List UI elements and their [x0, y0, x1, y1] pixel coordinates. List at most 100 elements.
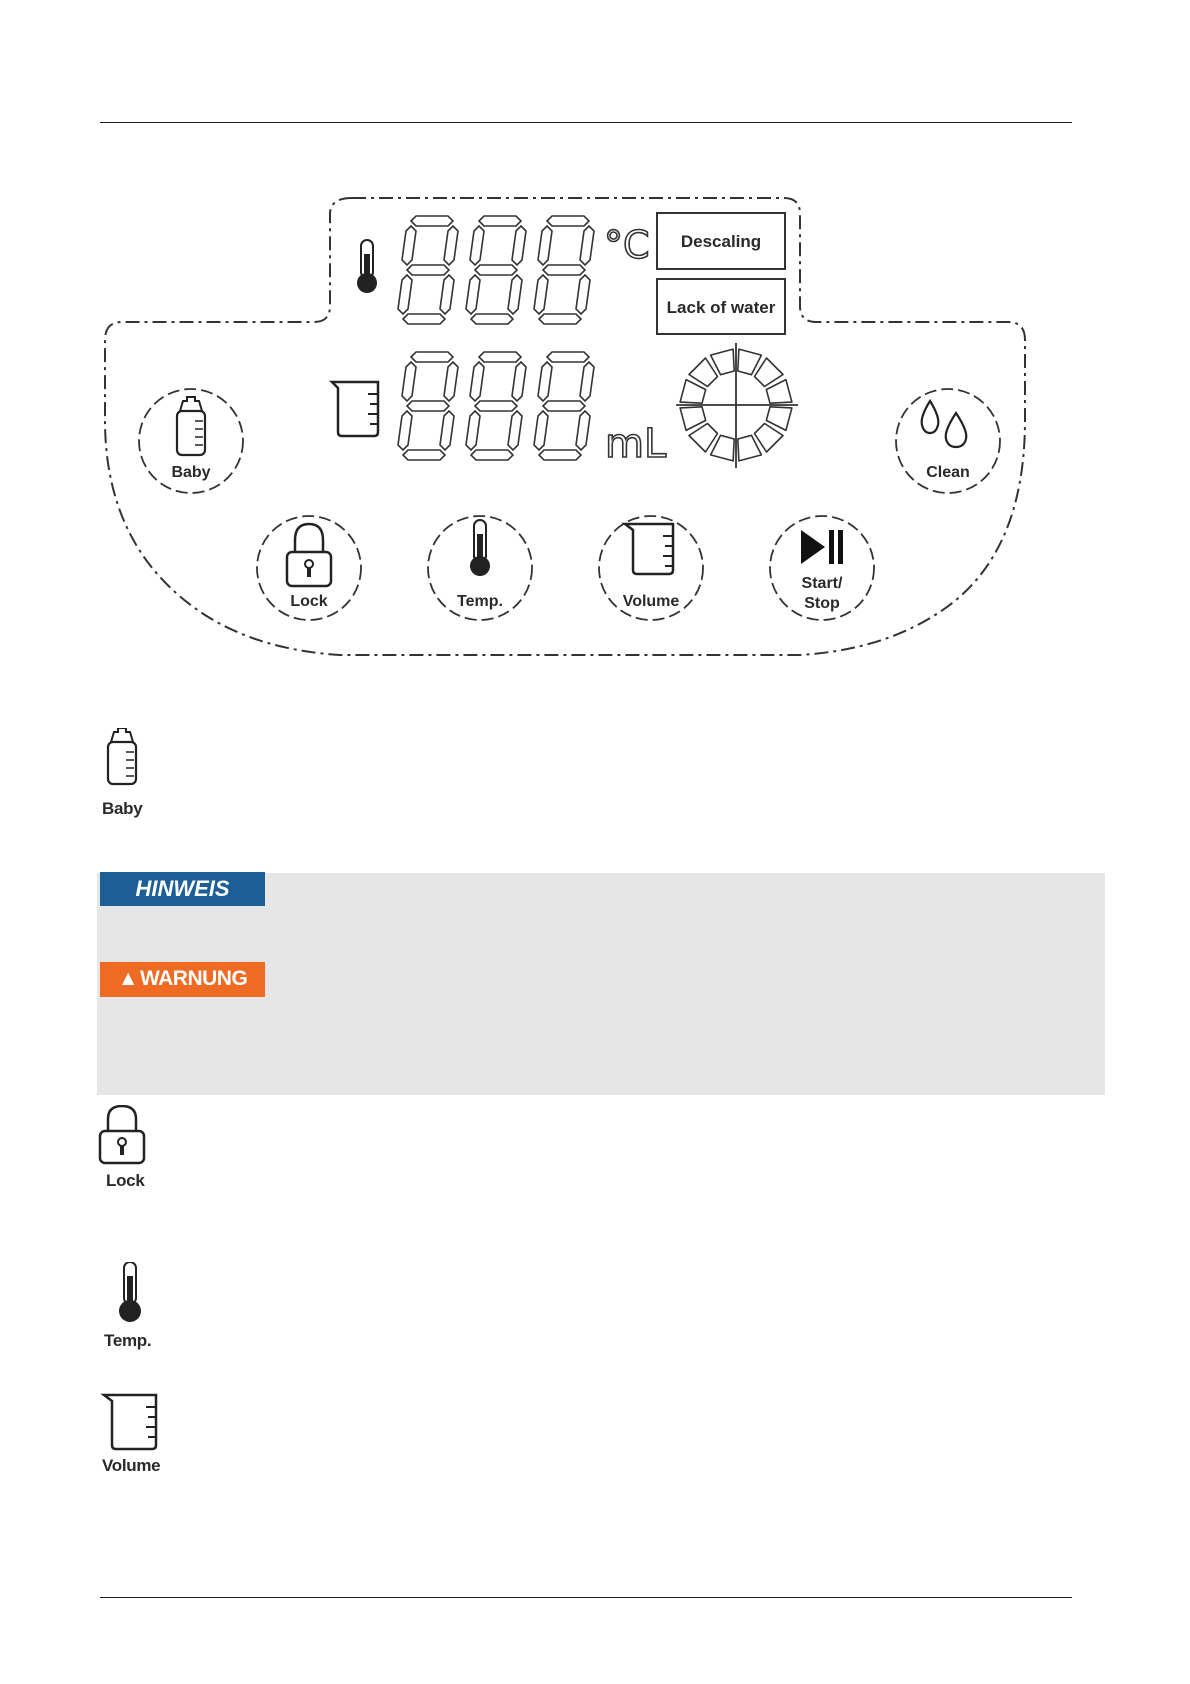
lcd-segment	[537, 224, 553, 267]
lcd-segment	[401, 360, 417, 403]
progress-ring-indicator	[676, 343, 798, 468]
lcd-segment	[511, 224, 527, 267]
lcd-segment	[507, 273, 523, 316]
warnung-label: WARNUNG	[139, 967, 248, 990]
progress-ring-segment	[736, 348, 763, 376]
water-drops-icon	[920, 398, 968, 449]
lcd-segment	[439, 409, 455, 452]
lcd-segment	[575, 273, 591, 316]
progress-ring-segment	[765, 405, 793, 432]
baby-button-label: Baby	[171, 464, 210, 481]
lcd-segment	[579, 360, 595, 403]
clean-button[interactable]: Clean	[895, 388, 1001, 494]
lcd-segment	[545, 351, 591, 363]
lcd-segment	[473, 400, 519, 412]
lcd-segment	[409, 351, 455, 363]
lcd-segment	[401, 449, 447, 461]
lcd-segment	[443, 224, 459, 267]
progress-ring-segment	[736, 434, 763, 462]
lcd-segment	[575, 409, 591, 452]
start-stop-button[interactable]: Start/ Stop	[769, 515, 875, 621]
hinweis-label: HINWEIS	[135, 876, 230, 901]
warning-triangle-icon: ▲	[117, 967, 139, 990]
lock-button[interactable]: Lock	[256, 515, 362, 621]
baby-bottle-icon	[175, 396, 207, 457]
temp-unit: °C	[604, 223, 650, 267]
lcd-segment	[541, 400, 587, 412]
lcd-segment	[405, 400, 451, 412]
progress-ring-segment	[753, 422, 784, 453]
play-pause-icon	[801, 530, 843, 564]
descaling-indicator-box	[656, 212, 786, 270]
start-stop-label-line1: Start/	[802, 575, 843, 592]
lcd-segment	[473, 264, 519, 276]
lcd-segment	[477, 351, 523, 363]
progress-ring-segment	[709, 434, 736, 462]
lcd-segment	[469, 313, 515, 325]
panel-outline	[104, 197, 1026, 656]
lack-of-water-indicator-box	[656, 278, 786, 335]
lock-button-label: Lock	[290, 593, 327, 610]
lcd-segment	[465, 273, 481, 316]
lcd-segment	[545, 215, 591, 227]
progress-ring-segment	[688, 357, 719, 388]
volume-button[interactable]: Volume	[598, 515, 704, 621]
volume-seven-segment-display	[397, 351, 595, 461]
legend-volume-label: Volume	[102, 1456, 161, 1475]
notice-box	[97, 873, 1105, 1095]
measuring-cup-icon	[328, 380, 380, 438]
lcd-segment	[533, 273, 549, 316]
lcd-segment	[405, 264, 451, 276]
lcd-segment	[579, 224, 595, 267]
temp-button[interactable]: Temp.	[427, 515, 533, 621]
thermometer-icon	[470, 519, 490, 576]
progress-ring-segment	[765, 378, 793, 405]
lcd-segment	[397, 273, 413, 316]
legend-lock-label: Lock	[106, 1171, 145, 1190]
baby-button[interactable]: Baby	[138, 388, 244, 494]
legend-baby-label: Baby	[102, 799, 143, 818]
lcd-segment	[477, 215, 523, 227]
thermometer-icon	[357, 239, 377, 293]
start-stop-label-line2: Stop	[804, 595, 840, 612]
clean-button-label: Clean	[926, 464, 970, 481]
lcd-segment	[537, 360, 553, 403]
progress-ring-segment	[679, 378, 707, 405]
warnung-badge: ▲WARNUNG	[100, 962, 265, 997]
padlock-icon	[98, 1105, 146, 1165]
thermometer-icon	[119, 1262, 141, 1322]
lcd-segment	[469, 449, 515, 461]
header-rule	[100, 122, 1072, 123]
lcd-segment	[465, 409, 481, 452]
temp-button-label: Temp.	[457, 593, 503, 610]
footer-rule	[100, 1597, 1072, 1598]
lcd-segment	[537, 313, 583, 325]
lcd-segment	[401, 313, 447, 325]
lack-of-water-indicator: Lack of water	[667, 298, 776, 317]
progress-ring-segment	[688, 422, 719, 453]
lcd-segment	[507, 409, 523, 452]
lcd-segment	[469, 360, 485, 403]
legend-temp-label: Temp.	[104, 1331, 152, 1350]
lcd-segment	[409, 215, 455, 227]
lcd-segment	[439, 273, 455, 316]
lcd-segment	[511, 360, 527, 403]
padlock-icon	[285, 522, 333, 588]
hinweis-badge: HINWEIS	[100, 872, 265, 906]
temperature-seven-segment-display	[397, 215, 595, 325]
lcd-segment	[469, 224, 485, 267]
lcd-segment	[537, 449, 583, 461]
lcd-segment	[397, 409, 413, 452]
control-panel-diagram: °C Descaling Lack of water mL Baby Clean	[104, 197, 1026, 656]
measuring-cup-icon	[621, 522, 675, 576]
volume-unit: mL	[605, 421, 667, 467]
progress-ring-segment	[753, 357, 784, 388]
lcd-segment	[541, 264, 587, 276]
measuring-cup-icon	[100, 1393, 158, 1451]
baby-bottle-icon	[106, 728, 138, 786]
progress-ring-segment	[679, 405, 707, 432]
lcd-segment	[401, 224, 417, 267]
volume-button-label: Volume	[623, 593, 680, 610]
lcd-segment	[443, 360, 459, 403]
progress-ring-segment	[709, 348, 736, 376]
